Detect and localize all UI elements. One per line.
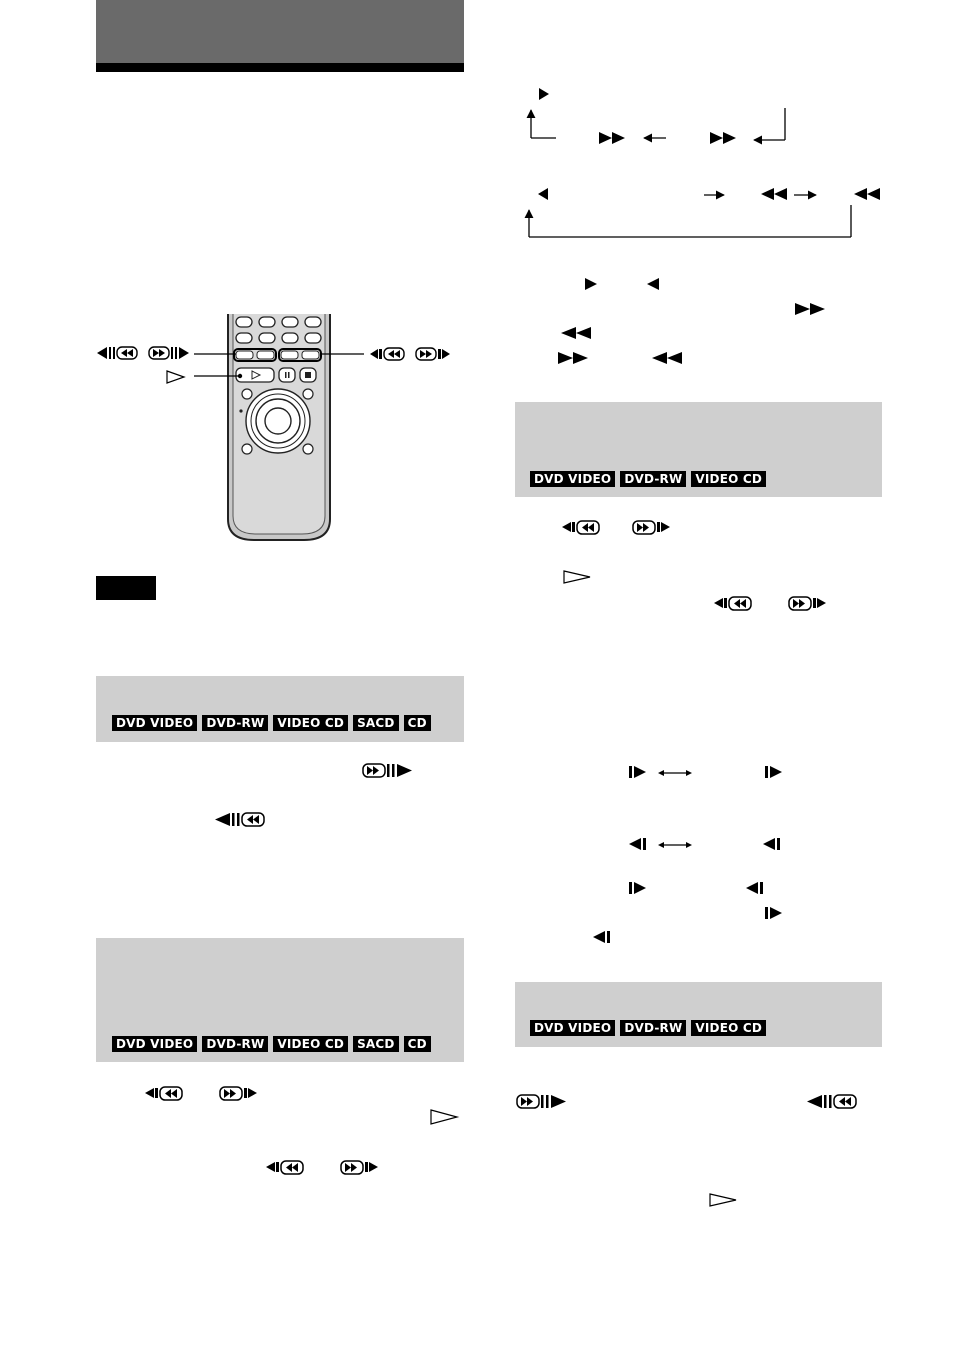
badge-video-cd: VIDEO CD: [273, 1036, 349, 1052]
slow-reverse-icon: [593, 931, 610, 943]
scan-speed-diagram: [524, 88, 880, 238]
play-icon: [430, 1109, 460, 1125]
prev-slow-icon: [215, 812, 265, 827]
disc-badges: DVD VIDEO DVD-RW VIDEO CD SACD CD: [112, 1036, 431, 1052]
fast-reverse-2-icon: [854, 188, 880, 200]
play-forward-icon: [539, 88, 549, 100]
badge-dvd-video: DVD VIDEO: [112, 715, 198, 731]
badge-dvd-video: DVD VIDEO: [530, 1020, 616, 1036]
badge-video-cd: VIDEO CD: [691, 1020, 767, 1036]
badge-dvd-rw: DVD-RW: [202, 715, 269, 731]
chapter-header: [96, 0, 464, 63]
panel-bottom-right: DVD VIDEO DVD-RW VIDEO CD: [515, 982, 882, 1047]
slow-forward-cycle-icons: [629, 766, 782, 778]
chapter-header-rule: [96, 63, 464, 72]
badge-dvd-rw: DVD-RW: [620, 471, 687, 487]
slow-forward-icon: [765, 907, 782, 919]
slow-reverse-cycle-icons: [629, 838, 780, 850]
badge-sacd: SACD: [353, 1036, 399, 1052]
remote-control-illustration: [227, 314, 331, 541]
note-label-box: [96, 576, 156, 600]
play-callout-icon: [166, 370, 186, 384]
fast-reverse-1-icon: [761, 188, 787, 200]
fast-forward-2-icon: [710, 132, 736, 144]
fast-forward-1-icon: [599, 132, 625, 144]
badge-sacd: SACD: [353, 715, 399, 731]
badge-video-cd: VIDEO CD: [273, 715, 349, 731]
panel-top-left: DVD VIDEO DVD-RW VIDEO CD SACD CD: [96, 676, 464, 742]
step-buttons-icon-3: [562, 520, 670, 535]
next-slow-icon-2: [516, 1094, 566, 1109]
play-icon-bottom: [709, 1193, 737, 1207]
badge-dvd-rw: DVD-RW: [620, 1020, 687, 1036]
play-icon-right: [563, 570, 591, 584]
panel-top-right: DVD VIDEO DVD-RW VIDEO CD: [515, 402, 882, 497]
play-direction-icons: [585, 278, 659, 290]
remote-callout-lines: [194, 353, 364, 379]
disc-badges: DVD VIDEO DVD-RW VIDEO CD: [530, 1020, 767, 1036]
next-slow-icon: [362, 763, 412, 778]
disc-badges: DVD VIDEO DVD-RW VIDEO CD SACD CD: [112, 715, 431, 731]
badge-dvd-video: DVD VIDEO: [530, 471, 616, 487]
step-callout-icon: [370, 347, 450, 361]
slow-direction-icons: [629, 882, 763, 894]
prev-slow-icon-2: [807, 1094, 857, 1109]
step-buttons-icon-4: [714, 596, 826, 611]
fast-forward-icon: [795, 303, 825, 315]
badge-video-cd: VIDEO CD: [691, 471, 767, 487]
badge-cd: CD: [403, 715, 431, 731]
prev-slow-callout-icon: [97, 346, 189, 360]
badge-cd: CD: [403, 1036, 431, 1052]
badge-dvd-rw: DVD-RW: [202, 1036, 269, 1052]
play-reverse-icon: [538, 188, 548, 200]
badge-dvd-video: DVD VIDEO: [112, 1036, 198, 1052]
fast-reverse-icon: [561, 327, 591, 339]
step-buttons-icon-2: [266, 1160, 378, 1175]
panel-mid-left: DVD VIDEO DVD-RW VIDEO CD SACD CD: [96, 938, 464, 1062]
fast-scan-icons: [558, 352, 682, 364]
step-buttons-icon: [145, 1086, 257, 1101]
disc-badges: DVD VIDEO DVD-RW VIDEO CD: [530, 471, 767, 487]
